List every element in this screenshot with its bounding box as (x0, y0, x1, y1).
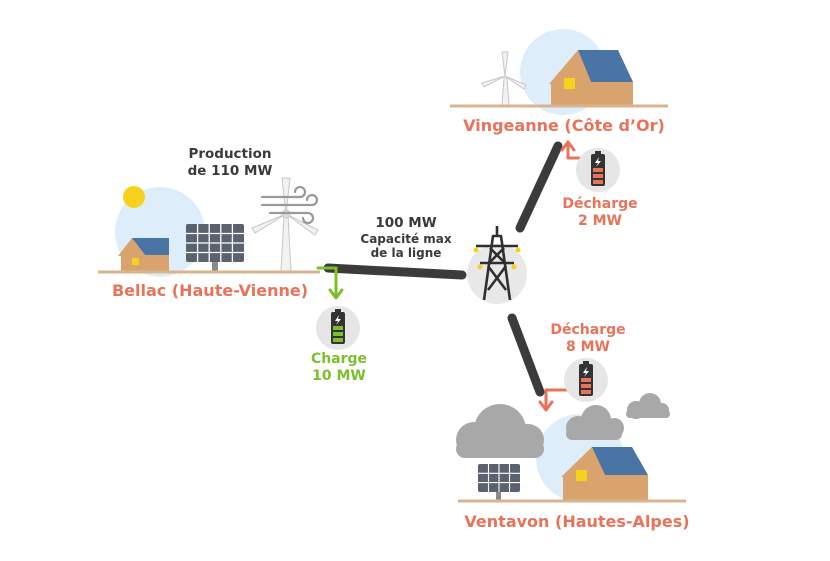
location-bellac: Bellac (Haute-Vienne) (111, 281, 309, 300)
cloud-icon (456, 404, 544, 458)
charge-label: Charge 10 MW (302, 351, 376, 385)
ventavon-scene (456, 393, 686, 503)
production-line1: Production (188, 146, 272, 162)
capacity-line2: de la ligne (370, 246, 442, 260)
cloud-icon (626, 393, 670, 419)
house-icon (549, 50, 633, 106)
line-pylon-ventavon (507, 313, 545, 397)
production-line2: de 110 MW (187, 163, 273, 179)
discharge-value: 2 MW (578, 213, 622, 229)
vingeanne-scene (450, 29, 668, 115)
charge-text: Charge (310, 351, 368, 367)
wind-turbine-icon (481, 51, 527, 106)
discharge-arrow (538, 388, 577, 412)
location-ventavon: Ventavon (Hautes-Alpes) (464, 512, 690, 531)
wind-turbine-icon (251, 177, 319, 272)
line-capacity-label: 100 MW Capacité max de la ligne (350, 215, 462, 260)
capacity-value: 100 MW (375, 215, 437, 231)
line-bellac-pylon (323, 263, 467, 280)
capacity-line1: Capacité max (360, 232, 452, 246)
house-icon (118, 238, 169, 273)
charge-value: 10 MW (312, 368, 366, 384)
battery-icon (576, 148, 620, 192)
solar-panel-icon (478, 464, 520, 501)
discharge-arrow (560, 140, 586, 160)
bellac-scene (98, 177, 320, 277)
wind-gust-icon (260, 185, 319, 225)
discharge-text: Décharge (562, 196, 638, 212)
line-pylon-vingeanne (515, 141, 563, 233)
discharge-label-ventavon: Décharge 8 MW (546, 322, 630, 356)
solar-panel-icon (186, 224, 244, 271)
battery-icon (564, 358, 608, 402)
battery-icon (316, 306, 360, 350)
pylon-icon (467, 226, 527, 304)
location-vingeanne: Vingeanne (Côte d’Or) (463, 116, 665, 135)
charge-arrow (316, 266, 344, 300)
discharge-label-vingeanne: Décharge 2 MW (558, 196, 642, 230)
cloud-icon (566, 405, 624, 440)
power-lines (323, 141, 563, 397)
house-icon (561, 447, 648, 502)
discharge-value: 8 MW (566, 339, 610, 355)
discharge-text: Décharge (550, 322, 626, 338)
production-label: Production de 110 MW (180, 146, 280, 180)
sun-icon (123, 186, 145, 208)
